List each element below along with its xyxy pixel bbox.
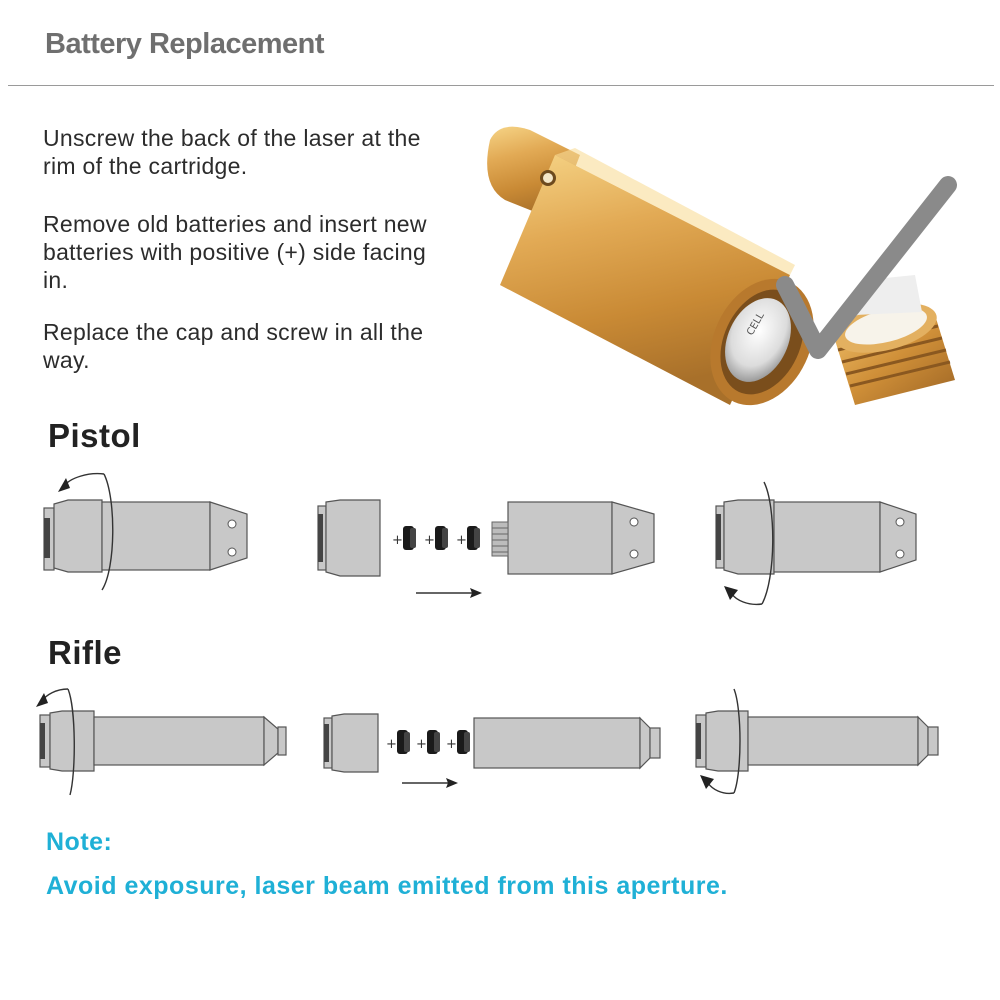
checkmark-icon [776,176,957,359]
header-divider [8,85,994,86]
section-title-rifle: Rifle [48,634,123,671]
note-label: Note: [46,828,113,856]
note-text: Avoid exposure, laser beam emitted from … [46,872,728,900]
instruction-step-1: Unscrew the back of the laser at the rim… [43,125,421,179]
rotate-arrow-icon [101,473,114,591]
plus-sign: + [416,737,427,752]
instruction-step-3: Replace the cap and screw in all the way… [43,319,424,373]
laser-cap [835,275,955,405]
pistol-step-unscrew-diagram [43,472,248,591]
rotate-arrow-icon [67,688,75,796]
battery-cell [725,298,791,382]
page-title: Battery Replacement [45,28,325,60]
section-title-pistol: Pistol [48,417,141,454]
battery-stack-icon: + + + [392,526,480,550]
plus-sign: + [392,533,403,548]
cartridge-rim [44,518,50,558]
brass-laser-photo: CELL [487,126,957,406]
laser-aperture-icon [227,519,237,529]
rotate-arrow-icon [761,481,774,605]
battery-stack-icon: + + + [386,730,470,754]
plus-sign: + [446,737,457,752]
plus-sign: + [386,737,397,752]
rifle-step-screw-cap-diagram [695,688,939,795]
rifle-step-battery-insert-diagram: + + + [323,713,661,788]
instruction-step-2: Remove old batteries and insert new batt… [43,211,427,293]
rifle-step-unscrew-diagram [36,688,287,796]
plus-sign: + [456,533,467,548]
pistol-step-battery-insert-diagram: + + + [317,499,655,598]
plus-sign: + [424,533,435,548]
pistol-step-screw-cap-diagram [715,481,917,606]
rotate-arrow-icon [733,688,741,794]
